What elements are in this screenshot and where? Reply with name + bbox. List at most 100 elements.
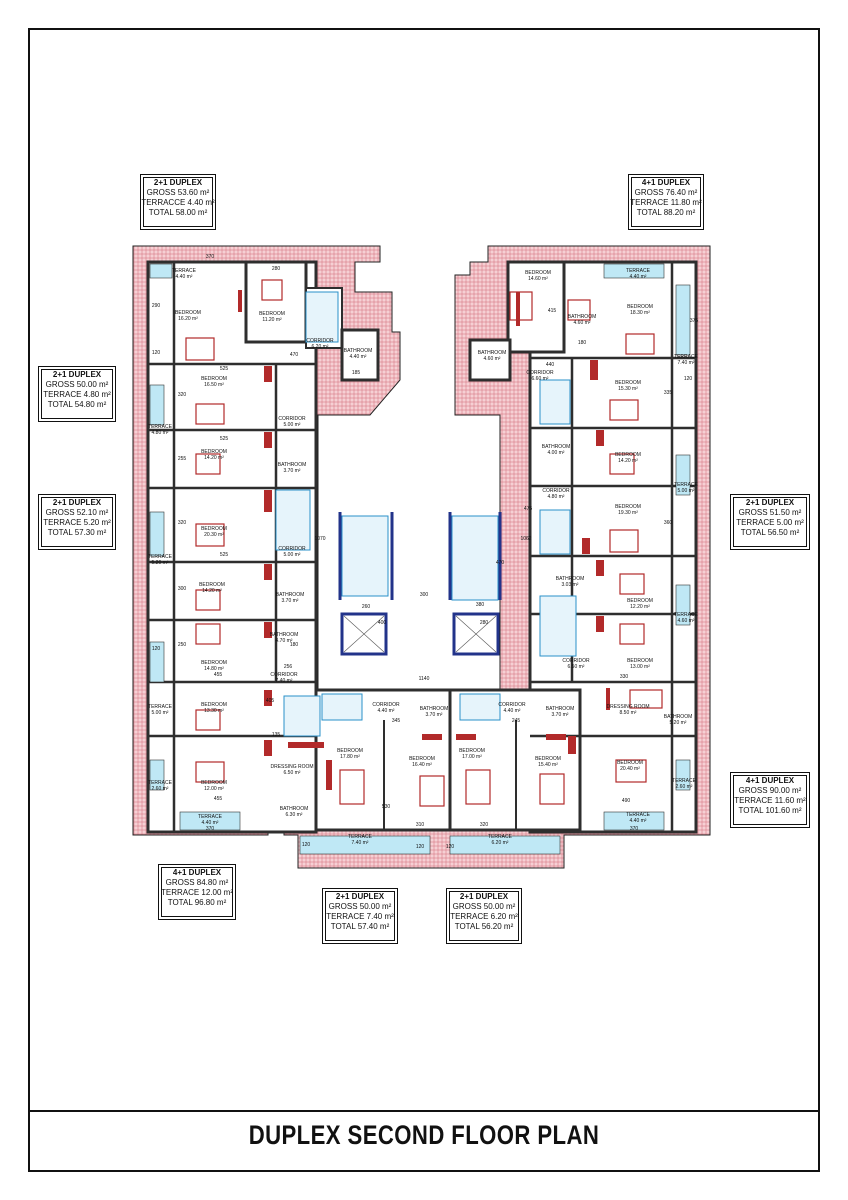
room-area: 3.70 m² — [426, 712, 443, 718]
room-name: BATHROOM — [568, 314, 597, 320]
unit-terrace: TERRACE 7.40 m² — [326, 912, 394, 921]
dimension-label: 400 — [378, 620, 387, 626]
room-area: 4.40 m² — [350, 354, 367, 360]
unit-gross: GROSS 90.00 m² — [738, 786, 802, 795]
room-name: BATHROOM — [344, 348, 373, 354]
dimension-label: 320 — [178, 520, 187, 526]
unit-type: 2+1 DUPLEX — [52, 498, 102, 507]
dimension-label: 135 — [272, 732, 281, 738]
unit-total: TOTAL 57.40 m² — [330, 922, 390, 931]
room-name: TERRACE — [348, 834, 373, 840]
room-area: 4.40 m² — [202, 820, 219, 826]
dimension-label: 245 — [512, 718, 521, 724]
dimension-label: 470 — [496, 560, 505, 566]
room-area: 6.20 m² — [312, 344, 329, 350]
unit-terrace: TERRACE 11.60 m² — [734, 796, 806, 805]
room-name: TERRACE — [148, 554, 173, 560]
dimension-label: 455 — [214, 672, 223, 678]
room-name: BEDROOM — [617, 760, 643, 766]
room-area: 4.40 m² — [630, 274, 647, 280]
room-name: TERRACE — [488, 834, 513, 840]
unit-total: TOTAL 56.50 m² — [740, 528, 800, 537]
room-name: BEDROOM — [459, 748, 485, 754]
unit-total: TOTAL 57.30 m² — [47, 528, 107, 537]
room-area: 17.00 m² — [462, 754, 482, 760]
room-area: 14.20 m² — [202, 588, 222, 594]
dimension-label: 405 — [266, 698, 275, 704]
room-name: TERRACE — [626, 268, 651, 274]
room-area: 14.60 m² — [528, 276, 548, 282]
glazing — [149, 263, 691, 855]
room-name: BEDROOM — [615, 380, 641, 386]
room-name: BEDROOM — [201, 449, 227, 455]
dimension-label: 525 — [220, 366, 229, 372]
room-area: 14.80 m² — [204, 666, 224, 672]
title-divider — [28, 1110, 820, 1112]
unit-info-box: 2+1 DUPLEX GROSS 50.00 m² TERRACE 4.80 m… — [38, 366, 116, 422]
elevator-cross — [343, 615, 497, 653]
room-name: BEDROOM — [201, 660, 227, 666]
room-name: CORRIDOR — [278, 546, 306, 552]
dimension-label: 440 — [546, 362, 555, 368]
room-area: 6.50 m² — [568, 664, 585, 670]
unit-type: 4+1 DUPLEX — [745, 776, 795, 785]
room-area: 11.20 m² — [262, 317, 282, 323]
room-name: BEDROOM — [525, 270, 551, 276]
room-name: TERRACE — [148, 780, 173, 786]
room-name: BATHROOM — [270, 632, 299, 638]
room-name: BEDROOM — [201, 376, 227, 382]
dimension-label: 475 — [524, 506, 533, 512]
dimension-label: 300 — [420, 592, 429, 598]
unit-total: TOTAL 58.00 m² — [148, 208, 208, 217]
dimension-label: 380 — [476, 602, 485, 608]
unit-type: 4+1 DUPLEX — [641, 178, 691, 187]
room-area: 16.40 m² — [412, 762, 432, 768]
room-name: BATHROOM — [542, 444, 571, 450]
dimension-label: 370 — [206, 254, 215, 260]
unit-type: 2+1 DUPLEX — [335, 892, 385, 901]
room-name: BATHROOM — [280, 806, 309, 812]
room-name: TERRACE — [148, 704, 173, 710]
room-name: BATHROOM — [276, 592, 305, 598]
room-area: 13.30 m² — [204, 708, 224, 714]
unit-type: 2+1 DUPLEX — [153, 178, 203, 187]
wardrobes — [238, 290, 610, 790]
room-area: 4.40 m² — [378, 708, 395, 714]
room-area: 14.20 m² — [618, 458, 638, 464]
room-area: 4.60 m² — [678, 618, 695, 624]
room-area: 12.20 m² — [630, 604, 650, 610]
unit-gross: GROSS 50.00 m² — [328, 902, 392, 911]
room-area: 4.70 m² — [276, 638, 293, 644]
dimension-label: 255 — [178, 456, 187, 462]
room-name: TERRACE — [674, 612, 699, 618]
room-name: CORRIDOR — [278, 416, 306, 422]
room-area: 20.30 m² — [204, 532, 224, 538]
dimension-label: 310 — [416, 822, 425, 828]
unit-info-box: 4+1 DUPLEX GROSS 76.40 m² TERRACE 11.80 … — [628, 174, 704, 230]
unit-gross: GROSS 50.00 m² — [452, 902, 516, 911]
room-name: CORRIDOR — [372, 702, 400, 708]
room-area: 15.40 m² — [538, 762, 558, 768]
unit-gross: GROSS 51.50 m² — [738, 508, 802, 517]
room-area: 4.60 m² — [484, 356, 501, 362]
room-name: BATHROOM — [664, 714, 693, 720]
room-area: 4.40 m² — [504, 708, 521, 714]
dimension-label: 185 — [352, 370, 361, 376]
room-area: 20.40 m² — [620, 766, 640, 772]
dimension-label: 525 — [220, 436, 229, 442]
room-area: 8.50 m² — [620, 710, 637, 716]
room-area: 5.00 m² — [678, 488, 695, 494]
room-name: CORRIDOR — [526, 370, 554, 376]
unit-gross: GROSS 53.60 m² — [146, 188, 210, 197]
dimension-label: 120 — [152, 646, 161, 652]
room-name: BATHROOM — [420, 706, 449, 712]
room-name: BEDROOM — [535, 756, 561, 762]
room-name: TERRACE — [626, 812, 651, 818]
dimension-labels: 370 280 290 120 470 185 525 320 525 255 … — [152, 254, 699, 850]
unit-type: 2+1 DUPLEX — [459, 892, 509, 901]
dimension-label: 120 — [416, 844, 425, 850]
dimension-label: 360 — [664, 520, 673, 526]
room-area: 17.80 m² — [340, 754, 360, 760]
room-area: 16.20 m² — [178, 316, 198, 322]
